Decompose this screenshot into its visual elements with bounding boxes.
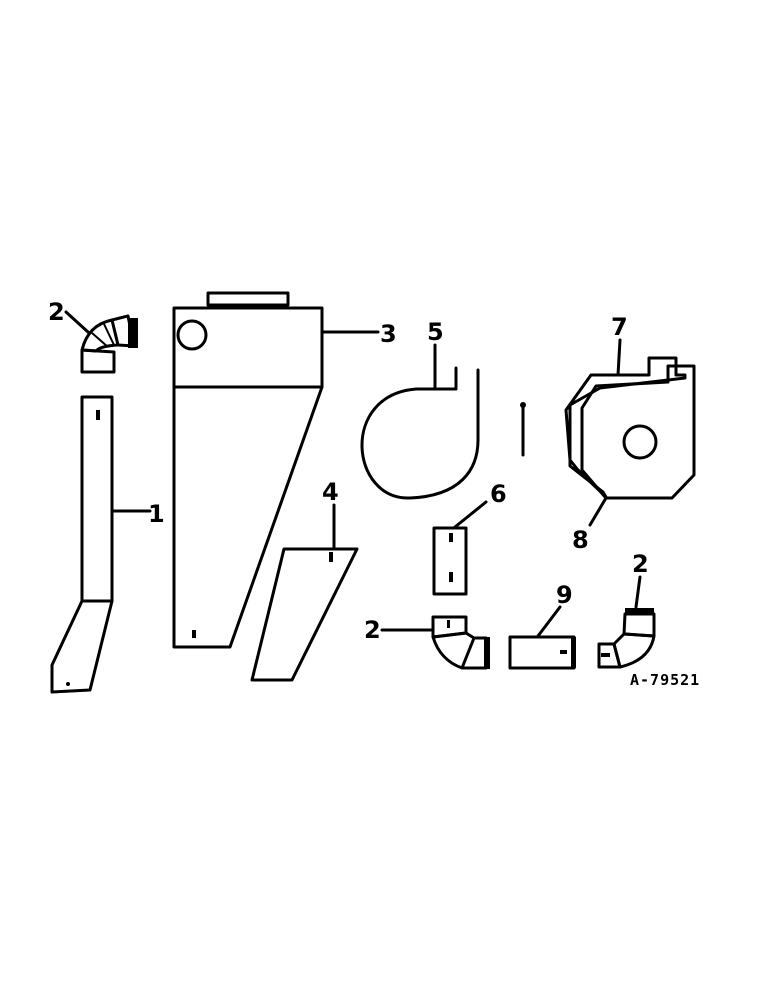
svg-text:6: 6 [490, 480, 507, 508]
callout-7: 7 [611, 313, 628, 377]
callout-1: 1 [110, 500, 165, 528]
svg-text:2: 2 [364, 616, 381, 644]
elbow-part-bottom-center [431, 615, 490, 670]
reference-code: A-79521 [630, 671, 700, 689]
callout-5: 5 [427, 318, 444, 391]
svg-text:2: 2 [632, 550, 649, 578]
callout-2a: 2 [48, 298, 90, 334]
elbow-part-top-left [80, 314, 138, 374]
fan-housing-outer-part [564, 356, 687, 499]
svg-text:7: 7 [611, 313, 628, 341]
bent-strip-part [50, 395, 114, 694]
callout-9: 9 [536, 581, 573, 638]
tube-part [508, 635, 576, 670]
callout-3: 3 [320, 320, 397, 348]
scroll-band-part [360, 366, 480, 500]
angled-plate-part [250, 547, 359, 682]
callout-2b: 2 [364, 616, 433, 644]
svg-text:9: 9 [556, 581, 573, 609]
callout-4: 4 [322, 478, 339, 549]
svg-text:2: 2 [48, 298, 65, 326]
hopper-housing-part [172, 291, 324, 649]
elbow-part-bottom-right [597, 608, 656, 669]
callout-2c: 2 [632, 550, 649, 609]
svg-text:8: 8 [572, 526, 589, 554]
svg-text:1: 1 [148, 500, 165, 528]
svg-text:4: 4 [322, 478, 339, 506]
callout-8: 8 [572, 496, 608, 554]
svg-text:3: 3 [380, 320, 397, 348]
svg-text:5: 5 [427, 318, 444, 346]
callout-6: 6 [453, 480, 507, 529]
fan-housing-inner-part [580, 364, 696, 500]
pin-part [520, 402, 526, 457]
small-plate-part [432, 526, 468, 596]
